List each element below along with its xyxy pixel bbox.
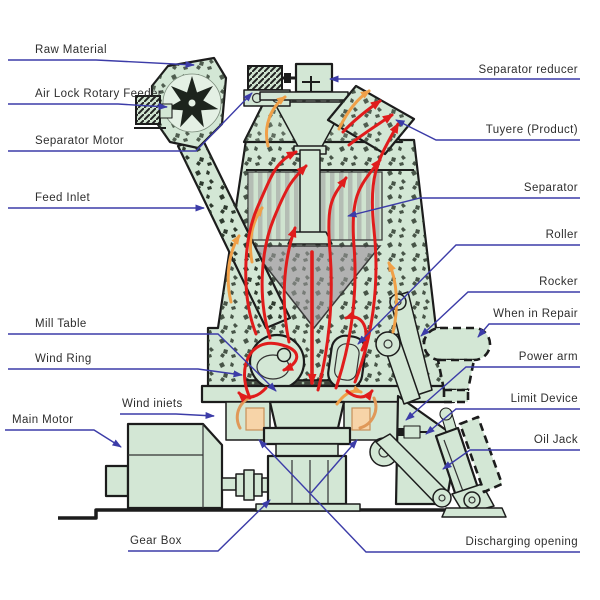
annotations: Raw Material Air Lock Rotary Feeder Sepa… — [5, 44, 580, 553]
label-separator-motor: Separator Motor — [8, 92, 253, 152]
label-separator-motor-text: Separator Motor — [35, 135, 124, 147]
mill-table-pedestal — [200, 384, 456, 512]
limit-device — [398, 425, 430, 439]
label-roller: Roller — [357, 229, 580, 345]
label-gear-box-text: Gear Box — [130, 535, 182, 547]
rotary-star-wheel — [165, 76, 219, 128]
wind-ring-left — [245, 407, 265, 431]
air-lock-rotary-feeder — [134, 56, 228, 150]
motor-shaft-coupling — [221, 469, 271, 501]
label-oil-jack: Oil Jack — [442, 434, 580, 470]
label-feed-inlet: Feed Inlet — [8, 192, 205, 212]
label-oil-jack-text: Oil Jack — [534, 434, 578, 446]
label-when-in-repair: When in Repair — [477, 308, 580, 338]
label-discharging-opening: Discharging opening — [258, 439, 580, 553]
label-tuyere-text: Tuyere (Product) — [486, 124, 578, 136]
label-main-motor-text: Main Motor — [12, 414, 74, 426]
label-discharging-opening-text: Discharging opening — [466, 536, 578, 548]
label-wind-ring: Wind Ring — [8, 353, 243, 378]
separator-column — [299, 149, 321, 235]
oil-jack — [434, 407, 507, 518]
classifier-cone — [248, 245, 382, 330]
label-mill-table: Mill Table — [8, 318, 277, 392]
gas-flow-red-arrows — [237, 99, 400, 403]
label-separator-reducer: Separator reducer — [329, 64, 580, 83]
label-rocker: Rocker — [420, 276, 580, 337]
label-raw-material-text: Raw Material — [35, 44, 107, 56]
label-rocker-text: Rocker — [539, 276, 578, 288]
label-power-arm: Power arm — [405, 351, 580, 421]
label-wind-inlets-text: Wind iniets — [122, 398, 183, 410]
label-tuyere-product: Tuyere (Product) — [395, 119, 580, 141]
label-separator: Separator — [347, 182, 580, 218]
label-wind-ring-text: Wind Ring — [35, 353, 92, 365]
label-mill-table-text: Mill Table — [35, 318, 87, 330]
gear-box — [255, 454, 361, 512]
label-limit-device-text: Limit Device — [511, 393, 578, 405]
label-gear-box: Gear Box — [128, 499, 271, 552]
label-feed-inlet-text: Feed Inlet — [35, 192, 91, 204]
label-air-lock-text: Air Lock Rotary Feeder — [35, 88, 162, 100]
label-limit-device: Limit Device — [425, 393, 580, 435]
label-roller-text: Roller — [546, 229, 578, 241]
label-air-lock-rotary-feeder: Air Lock Rotary Feeder — [8, 88, 168, 110]
label-main-motor: Main Motor — [5, 414, 122, 448]
label-separator-reducer-text: Separator reducer — [479, 64, 579, 76]
main-motor — [104, 422, 271, 510]
rocker-assembly — [369, 291, 507, 518]
tuyere-duct — [326, 84, 416, 156]
label-separator-text: Separator — [524, 182, 578, 194]
label-wind-inlets: Wind iniets — [120, 398, 215, 420]
label-raw-material: Raw Material — [8, 44, 195, 69]
separator-reducer — [259, 62, 349, 101]
label-when-in-repair-text: When in Repair — [493, 308, 578, 320]
label-power-arm-text: Power arm — [519, 351, 578, 363]
